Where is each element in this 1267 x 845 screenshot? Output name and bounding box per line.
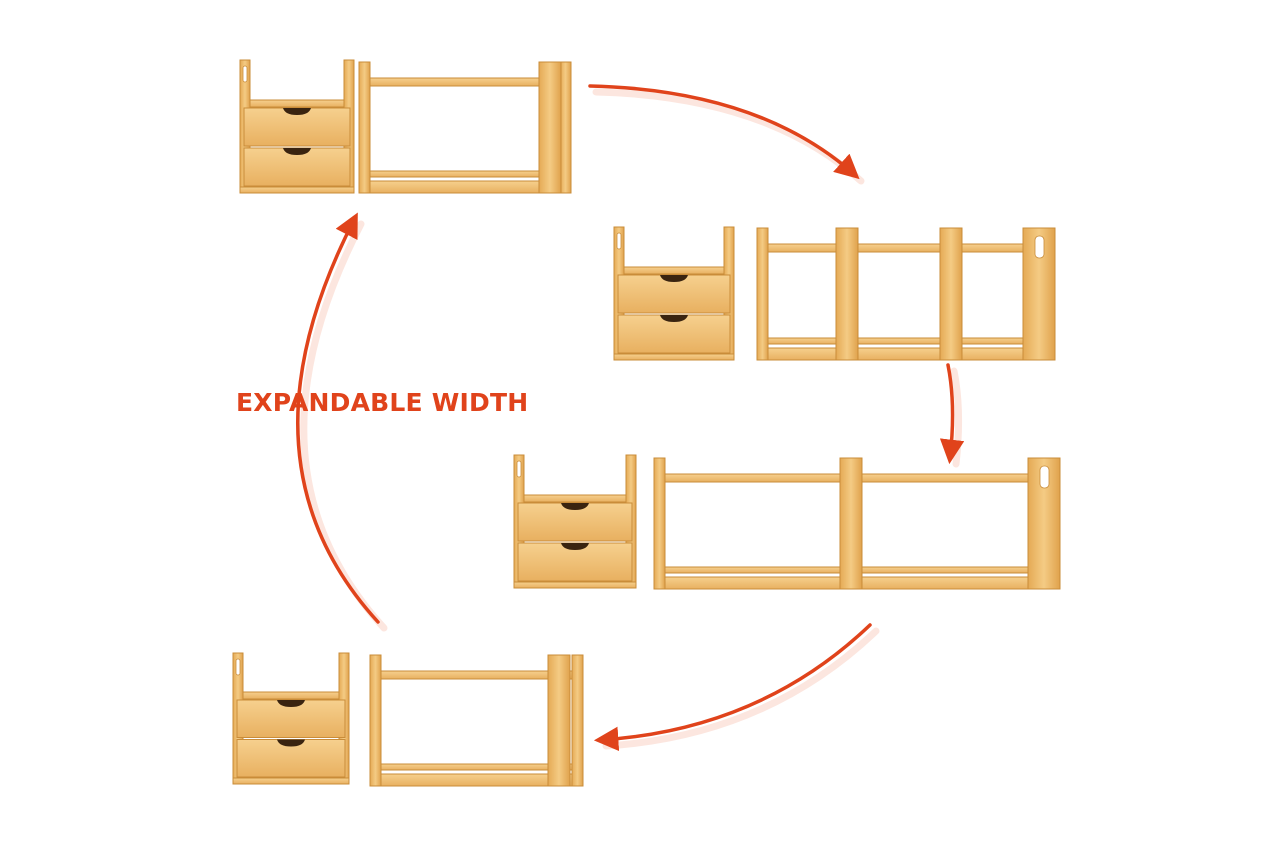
cabinet-base (232, 777, 350, 785)
cabinet-base (613, 353, 735, 361)
shelf-end-left (358, 61, 371, 194)
shelf-rail-lower (380, 763, 573, 771)
drawer-pull-icon (283, 148, 311, 155)
curved-arrow-icon-shadow (300, 220, 388, 632)
drawer-front (243, 147, 351, 187)
shelf-divider (839, 457, 863, 590)
drawer-cabinet (239, 59, 355, 194)
shelf-divider (547, 654, 571, 787)
curved-arrow-icon (593, 623, 872, 752)
shelf-end-right (571, 654, 584, 787)
shelf-end-left (756, 227, 769, 361)
cabinet-base (239, 186, 355, 194)
handle-slot (235, 658, 241, 676)
drawer-cabinet (232, 652, 350, 785)
shelf-rail-upper (380, 670, 573, 680)
shelf-rail-upper (767, 243, 1045, 253)
handle-slot (242, 65, 248, 83)
shelf-divider (835, 227, 859, 361)
open-shelf (653, 457, 1061, 590)
curved-arrow-icon (939, 363, 965, 465)
drawer-pull-icon (660, 275, 688, 282)
open-shelf (756, 227, 1056, 361)
curved-arrow-icon-shadow (602, 627, 880, 750)
shelf-units (232, 59, 1061, 787)
drawer-pull-icon (277, 700, 305, 707)
curved-arrow-icon-shadow (950, 367, 963, 468)
shelf-end-left (369, 654, 382, 787)
shelf-end-left (653, 457, 666, 590)
handle-slot (1034, 235, 1045, 259)
curved-arrow-icon (296, 212, 380, 624)
cabinet-top (523, 494, 627, 503)
shelf-rail-lower (369, 170, 561, 178)
drawer-cabinet (513, 454, 637, 589)
drawer-pull-icon (277, 739, 305, 747)
cabinet-top (249, 99, 345, 108)
handle-slot (1039, 465, 1050, 489)
cabinet-top (242, 691, 340, 700)
drawer-pull-icon (561, 543, 589, 550)
drawer-pull-icon (561, 503, 589, 510)
drawer-pull-icon (283, 108, 311, 115)
handle-slot (616, 232, 622, 250)
curved-arrow-icon (588, 84, 860, 180)
expandable-width-headline: EXPANDABLE WIDTH (236, 388, 529, 417)
shelf-rail-lower (767, 337, 1045, 345)
shelf-bottom (756, 347, 1056, 361)
cabinet-top (623, 266, 725, 275)
shelf-rail-upper (369, 77, 561, 87)
handle-slot (516, 460, 522, 478)
open-shelf (358, 61, 572, 194)
shelf-divider (538, 61, 562, 194)
shelf-end-right (559, 61, 572, 194)
drawer-cabinet (613, 226, 735, 361)
drawer-pull-icon (660, 315, 688, 322)
shelf-divider (939, 227, 963, 361)
cabinet-base (513, 581, 637, 589)
open-shelf (369, 654, 584, 787)
flow-arrows (296, 84, 965, 752)
